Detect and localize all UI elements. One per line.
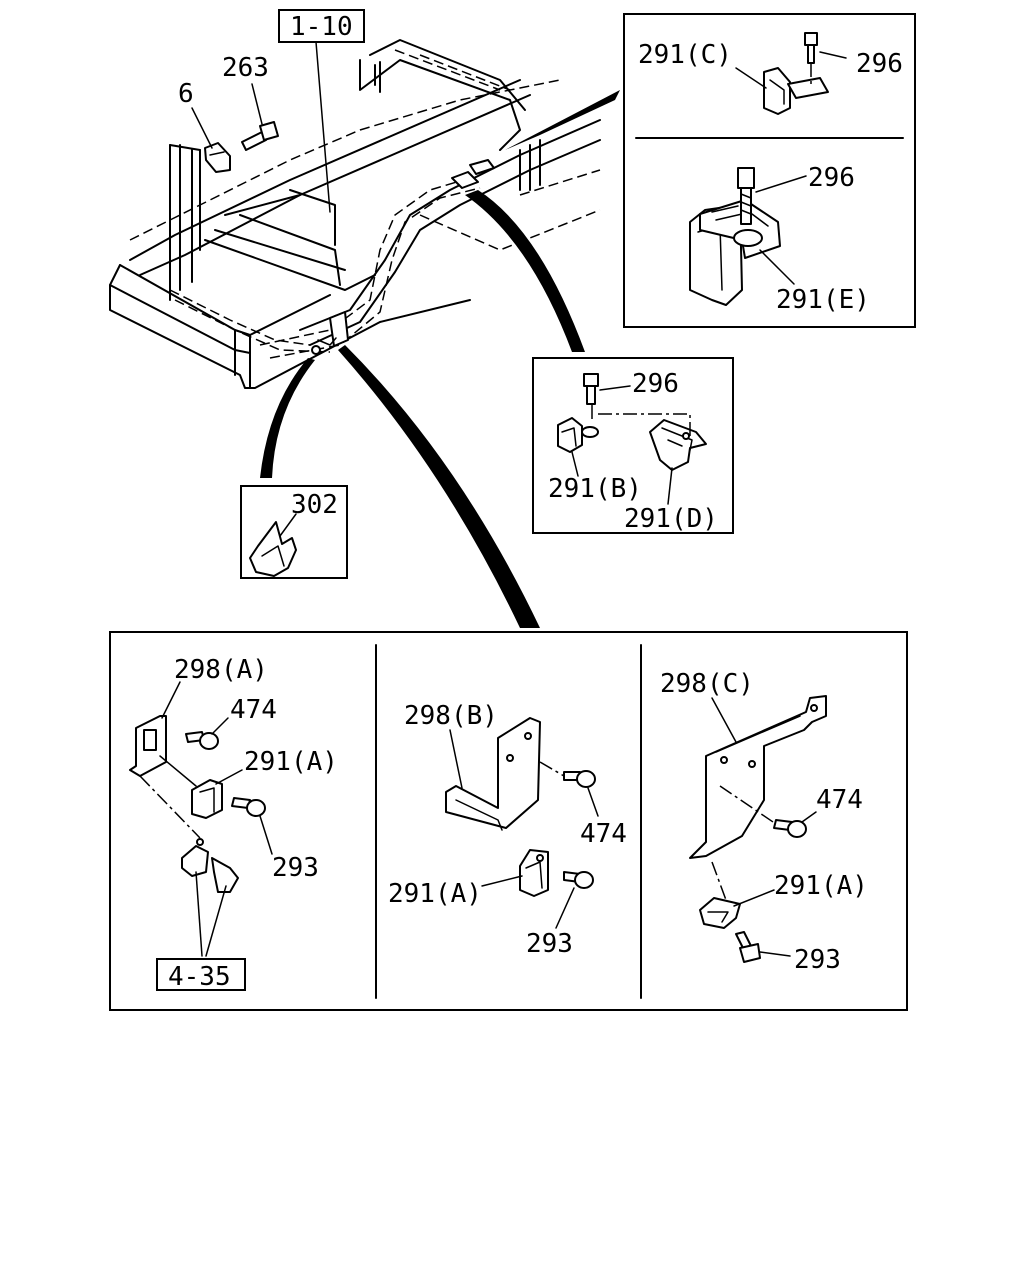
part-291a-clamp-3 bbox=[699, 897, 741, 929]
leader-474-b bbox=[587, 787, 599, 817]
detail-box-302 bbox=[240, 485, 348, 579]
callout-298a: 298(A) bbox=[174, 655, 268, 685]
part-291c-clamp bbox=[763, 67, 829, 115]
part-474-bolt-a bbox=[185, 731, 219, 750]
leader-298a bbox=[161, 681, 181, 719]
callout-291e: 291(E) bbox=[776, 285, 870, 315]
callout-293-1: 293 bbox=[272, 853, 319, 883]
part-298a-bracket bbox=[129, 715, 167, 777]
part-4-35-fitting bbox=[181, 838, 239, 893]
leader-6 bbox=[191, 107, 213, 149]
callout-291a-2: 291(A) bbox=[388, 879, 482, 909]
leader-1-10 bbox=[315, 41, 331, 213]
leader-291a-1 bbox=[215, 769, 243, 785]
callout-296-b: 296 bbox=[632, 369, 679, 399]
part-293-bolt-3 bbox=[735, 931, 761, 963]
ref-label-1-10: 1-10 bbox=[290, 12, 353, 42]
callout-291a-1: 291(A) bbox=[244, 747, 338, 777]
leader-263 bbox=[251, 83, 263, 125]
leader-291c bbox=[735, 67, 767, 89]
leader-293-3 bbox=[759, 951, 791, 957]
leader-298c bbox=[711, 697, 737, 743]
leader-474-c bbox=[801, 811, 817, 823]
detail-pointer-b-d bbox=[465, 190, 585, 352]
leader-291d bbox=[667, 467, 673, 505]
leader-296-mid bbox=[755, 175, 807, 193]
detail-box-c-e bbox=[623, 13, 916, 328]
leader-296-b bbox=[599, 385, 631, 391]
part-291b-clamp bbox=[557, 417, 599, 453]
callout-293-2: 293 bbox=[526, 929, 573, 959]
callout-298b: 298(B) bbox=[404, 701, 498, 731]
callout-474-c: 474 bbox=[816, 785, 863, 815]
leader-291b bbox=[571, 451, 579, 477]
part-6-bracket bbox=[204, 142, 231, 173]
callout-474-b: 474 bbox=[580, 819, 627, 849]
leader-291a-2 bbox=[481, 875, 523, 887]
part-298c-bracket bbox=[689, 695, 827, 859]
callout-291a-3: 291(A) bbox=[774, 871, 868, 901]
callout-291c: 291(C) bbox=[638, 40, 732, 70]
part-291a-clamp-1 bbox=[191, 779, 223, 819]
part-291d-clamp bbox=[649, 419, 707, 471]
callout-298c: 298(C) bbox=[660, 669, 754, 699]
detail-pointer-c-e bbox=[505, 90, 620, 150]
leader-302 bbox=[279, 513, 297, 537]
leader-293-2 bbox=[555, 887, 575, 929]
part-296-bolt-b bbox=[583, 373, 599, 405]
ref-box-4-35 bbox=[156, 958, 246, 991]
leader-291e bbox=[759, 249, 795, 285]
part-291e-clamp bbox=[689, 199, 781, 306]
part-474-bolt-c bbox=[773, 819, 807, 838]
leader-293-1 bbox=[259, 815, 273, 855]
callout-291b: 291(B) bbox=[548, 474, 642, 504]
ref-box-1-10 bbox=[278, 9, 365, 43]
leader-291a-3 bbox=[733, 889, 775, 907]
part-293-bolt-2 bbox=[563, 871, 594, 889]
part-263-bolt bbox=[241, 121, 279, 151]
ref-label-4-35: 4-35 bbox=[168, 962, 231, 992]
part-474-bolt-b bbox=[563, 770, 596, 788]
callout-291d: 291(D) bbox=[624, 504, 718, 534]
detail-pointer-lower bbox=[338, 345, 540, 628]
callout-474-a: 474 bbox=[230, 695, 277, 725]
leader-474-a bbox=[211, 717, 229, 735]
part-296-bolt-mid bbox=[737, 167, 755, 225]
part-291a-clamp-2 bbox=[519, 849, 549, 897]
chassis-frame-drawing bbox=[109, 39, 601, 389]
callout-263: 263 bbox=[222, 53, 269, 83]
callout-293-3: 293 bbox=[794, 945, 841, 975]
callout-302: 302 bbox=[291, 490, 338, 520]
part-298b-bracket bbox=[445, 717, 541, 831]
callout-296-top: 296 bbox=[856, 49, 903, 79]
detail-pointer-302 bbox=[260, 358, 315, 478]
callout-6: 6 bbox=[178, 79, 194, 109]
leader-298b bbox=[449, 729, 463, 789]
leader-296-top bbox=[819, 51, 847, 59]
callout-296-mid: 296 bbox=[808, 163, 855, 193]
part-293-bolt-1 bbox=[231, 797, 266, 817]
